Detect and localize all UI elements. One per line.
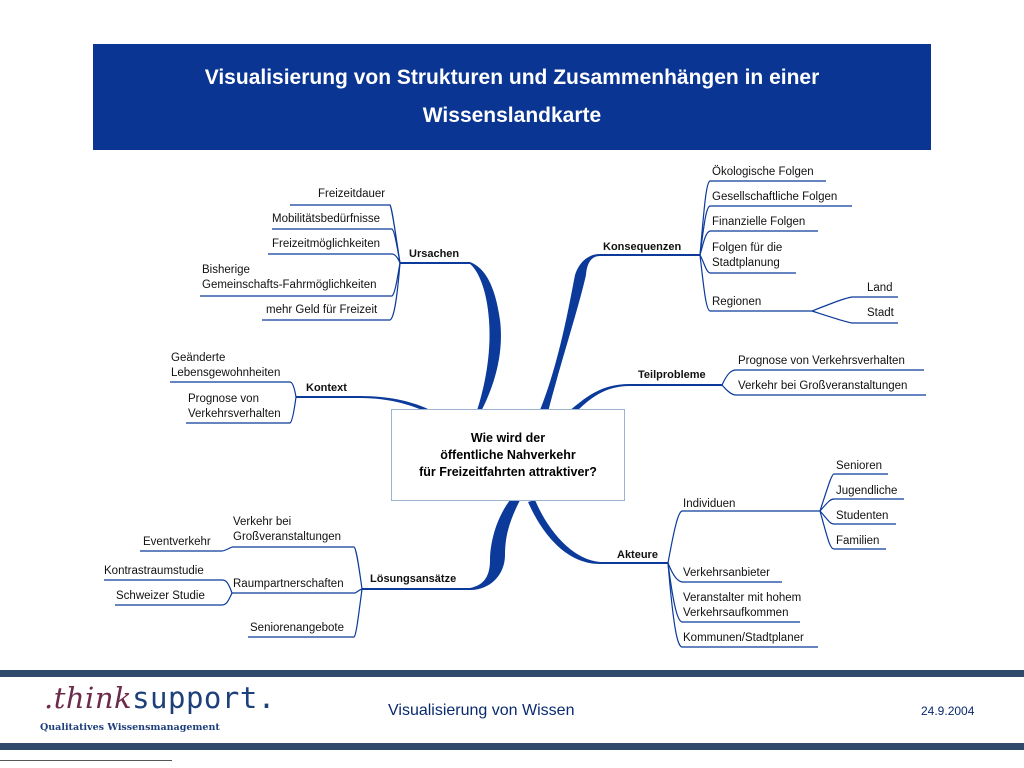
think-support-logo: .thinksupport. bbox=[44, 681, 276, 715]
branch-konsequenzen bbox=[540, 254, 700, 412]
central-question-line1: Wie wird der bbox=[470, 430, 546, 445]
kontext-item-verkehrsverhalten: Verkehrsverhalten bbox=[188, 408, 281, 420]
konsequenzen-item-regionen: Regionen bbox=[712, 296, 762, 308]
kontext-item-geaenderte: Geänderte bbox=[171, 352, 226, 364]
akteure-item-studenten: Studenten bbox=[836, 510, 889, 522]
ursachen-item-freizeitmoeglichkeiten: Freizeitmöglichkeiten bbox=[272, 238, 381, 250]
page-title: Visualisierung von Strukturen und Zusamm… bbox=[204, 66, 820, 127]
akteure-item-kommunen: Kommunen/Stadtplaner bbox=[683, 632, 804, 644]
ursachen-item-bisherige: Bisherige bbox=[202, 264, 250, 276]
loesung-item-seniorenangebote: Seniorenangebote bbox=[250, 622, 344, 634]
konsequenzen-item-stadtplanung: Stadtplanung bbox=[712, 257, 780, 269]
footer-bar-top bbox=[0, 670, 1024, 677]
teilprobleme-item-prognose: Prognose von Verkehrsverhalten bbox=[738, 355, 905, 367]
branch-label-ursachen: Ursachen bbox=[409, 248, 460, 260]
ursachen-item-mobilitaetsbeduerfnisse: Mobilitätsbedürfnisse bbox=[272, 213, 381, 225]
branch-kontext bbox=[296, 396, 440, 420]
konsequenzen-item-folgen-fuer-die: Folgen für die bbox=[712, 242, 783, 254]
konsequenzen-item-finanzielle: Finanzielle Folgen bbox=[712, 216, 806, 228]
teilprobleme-item-verkehr-grossveranstaltungen: Verkehr bei Großveranstaltungen bbox=[738, 380, 908, 392]
akteure-item-verkehrsaufkommen: Verkehrsaufkommen bbox=[683, 607, 789, 619]
konsequenzen-item-gesellschaftliche: Gesellschaftliche Folgen bbox=[712, 191, 838, 203]
branch-label-kontext: Kontext bbox=[306, 382, 347, 394]
ursachen-item-mehr-geld: mehr Geld für Freizeit bbox=[266, 304, 378, 316]
branch-label-konsequenzen: Konsequenzen bbox=[603, 241, 682, 253]
konsequenzen-item-stadt: Stadt bbox=[867, 307, 894, 319]
loesung-item-raumpartnerschaften: Raumpartnerschaften bbox=[233, 578, 344, 590]
sub-branches bbox=[104, 180, 926, 648]
logo-word-think: .think bbox=[44, 681, 133, 715]
loesung-item-kontrastraumstudie: Kontrastraumstudie bbox=[104, 565, 204, 577]
loesung-item-schweizer-studie: Schweizer Studie bbox=[116, 590, 205, 602]
loesung-item-eventverkehr: Eventverkehr bbox=[143, 536, 211, 548]
kontext-item-lebensgewohnheiten: Lebensgewohnheiten bbox=[171, 367, 281, 379]
logo-subtitle: Qualitatives Wissensmanagement bbox=[40, 722, 220, 733]
footer-bar-bottom bbox=[0, 743, 1024, 750]
akteure-item-individuen: Individuen bbox=[683, 498, 736, 510]
branch-label-akteure: Akteure bbox=[617, 549, 658, 561]
ursachen-item-freizeitdauer: Freizeitdauer bbox=[318, 188, 386, 200]
akteure-item-verkehrsanbieter: Verkehrsanbieter bbox=[683, 567, 770, 579]
branch-akteure bbox=[528, 500, 668, 564]
main-branches bbox=[296, 254, 722, 590]
branch-label-loesungsansaetze: Lösungsansätze bbox=[370, 573, 457, 585]
konsequenzen-item-oekologische: Ökologische Folgen bbox=[712, 166, 814, 178]
akteure-item-veranstalter: Veranstalter mit hohem bbox=[683, 592, 802, 604]
footer-title: Visualisierung von Wissen bbox=[388, 702, 575, 719]
loesung-item-verkehr-bei: Verkehr bei bbox=[233, 516, 292, 528]
central-question-box: Wie wird der öffentliche Nahverkehr für … bbox=[391, 409, 625, 501]
ursachen-item-gemeinschafts-fahrmoeglichkeiten: Gemeinschafts-Fahrmöglichkeiten bbox=[202, 279, 377, 291]
konsequenzen-item-land: Land bbox=[867, 282, 893, 294]
kontext-item-prognose-von: Prognose von bbox=[188, 393, 259, 405]
footer-rule bbox=[0, 760, 172, 761]
loesung-item-grossveranstaltungen: Großveranstaltungen bbox=[233, 531, 342, 543]
akteure-item-familien: Familien bbox=[836, 535, 880, 547]
akteure-item-senioren: Senioren bbox=[836, 460, 883, 472]
central-question-line2: öffentliche Nahverkehr bbox=[440, 447, 576, 462]
central-question-line3: für Freizeitfahrten attraktiver? bbox=[419, 464, 597, 479]
logo-word-support: support. bbox=[132, 681, 276, 715]
akteure-item-jugendliche: Jugendliche bbox=[836, 485, 898, 497]
branch-label-teilprobleme: Teilprobleme bbox=[638, 369, 706, 381]
footer-date: 24.9.2004 bbox=[921, 704, 975, 718]
title-banner: Visualisierung von Strukturen und Zusamm… bbox=[93, 44, 931, 150]
branch-loesungsansaetze bbox=[362, 500, 520, 590]
